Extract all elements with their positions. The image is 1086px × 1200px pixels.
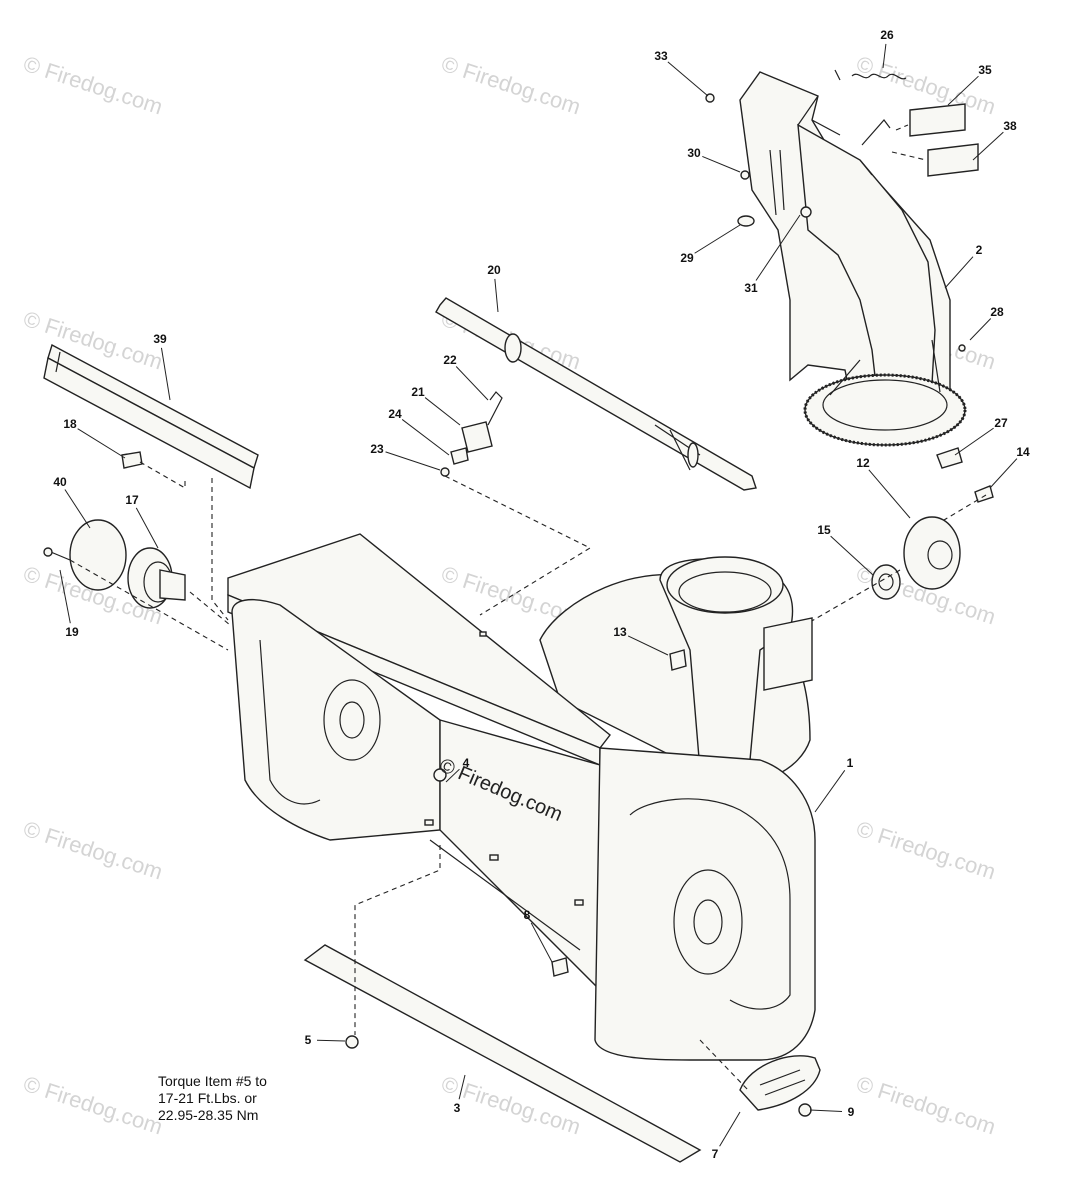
warning-labels <box>891 103 979 177</box>
watermark-text: © Firedog.com <box>438 51 583 119</box>
callout-leader-8 <box>530 922 553 963</box>
torque-note-line-3: 22.95-28.35 Nm <box>158 1107 259 1123</box>
callout-label-14: 14 <box>1016 445 1030 459</box>
auger-housing <box>227 533 816 1061</box>
callout-label-40: 40 <box>53 475 67 489</box>
watermark-text: © Firedog.com <box>20 306 165 374</box>
callout-label-27: 27 <box>994 416 1008 430</box>
impeller-shaft <box>435 297 757 491</box>
discharge-chute <box>739 71 967 447</box>
callout-leader-5 <box>316 1039 346 1042</box>
callout-label-19: 19 <box>65 625 79 639</box>
skid-bar <box>43 343 259 621</box>
callout-label-21: 21 <box>411 385 425 399</box>
callout-label-23: 23 <box>370 442 384 456</box>
callout-label-9: 9 <box>848 1105 855 1119</box>
callout-label-24: 24 <box>388 407 402 421</box>
callout-leader-22 <box>455 366 489 401</box>
callout-leader-15 <box>830 535 874 576</box>
callout-label-26: 26 <box>880 28 894 42</box>
torque-note: Torque Item #5 to 17-21 Ft.Lbs. or 22.95… <box>158 1073 267 1124</box>
watermark-text: © Firedog.com <box>853 816 998 884</box>
watermark-text: © Firedog.com <box>20 51 165 119</box>
callout-label-38: 38 <box>1003 119 1017 133</box>
callout-label-7: 7 <box>712 1147 719 1161</box>
shave-plate <box>303 845 702 1163</box>
callout-leader-35 <box>947 75 979 106</box>
callout-leader-7 <box>719 1111 741 1147</box>
callout-label-17: 17 <box>125 493 139 507</box>
callout-leader-27 <box>954 427 994 456</box>
callout-label-33: 33 <box>654 49 668 63</box>
chute-hardware <box>705 93 966 469</box>
callout-label-20: 20 <box>487 263 501 277</box>
watermark-text: © Firedog.com <box>20 816 165 884</box>
callout-label-5: 5 <box>305 1033 312 1047</box>
callout-leader-17 <box>135 507 159 549</box>
callout-label-1: 1 <box>847 756 854 770</box>
callout-leader-4 <box>445 768 460 783</box>
watermark-text: © Firedog.com <box>853 1071 998 1139</box>
torque-note-line-1: Torque Item #5 to <box>158 1073 267 1089</box>
callout-label-35: 35 <box>978 63 992 77</box>
callout-leader-26 <box>882 43 887 69</box>
torque-note-line-2: 17-21 Ft.Lbs. or <box>158 1090 257 1106</box>
callout-leader-14 <box>989 458 1018 489</box>
callout-leader-29 <box>694 224 741 254</box>
callout-label-15: 15 <box>817 523 831 537</box>
housing-hardware <box>551 617 813 977</box>
flange-bearing-parts <box>809 485 994 623</box>
callout-label-22: 22 <box>443 353 457 367</box>
callout-label-4: 4 <box>463 756 470 770</box>
left-bearing-parts <box>43 519 231 651</box>
callout-leader-23 <box>385 451 441 471</box>
callout-leader-21 <box>424 397 461 426</box>
callout-leader-13 <box>627 635 669 656</box>
shaft-hardware <box>440 391 592 616</box>
callout-label-31: 31 <box>744 281 758 295</box>
callout-leader-39 <box>160 347 171 401</box>
callout-label-18: 18 <box>63 417 77 431</box>
callout-label-13: 13 <box>613 625 627 639</box>
callout-leader-28 <box>969 318 992 341</box>
chute-spring <box>834 69 907 81</box>
callout-leader-20 <box>494 278 499 313</box>
callout-label-29: 29 <box>680 251 694 265</box>
callout-label-3: 3 <box>454 1101 461 1115</box>
callout-label-8: 8 <box>524 908 531 922</box>
callout-leader-33 <box>667 61 709 97</box>
callout-label-28: 28 <box>990 305 1004 319</box>
callout-leader-24 <box>401 419 450 456</box>
callout-leader-30 <box>702 155 741 173</box>
watermark-text: © Firedog.com <box>20 1071 165 1139</box>
callout-label-2: 2 <box>976 243 983 257</box>
callout-leader-2 <box>944 256 974 289</box>
callout-label-30: 30 <box>687 146 701 160</box>
callout-leader-38 <box>972 131 1004 161</box>
callout-leader-9 <box>809 1109 843 1113</box>
callout-label-12: 12 <box>856 456 870 470</box>
callout-label-39: 39 <box>153 332 167 346</box>
callout-leader-12 <box>868 469 911 519</box>
callout-leader-1 <box>814 770 846 813</box>
callout-leader-19 <box>59 569 71 624</box>
callout-leader-31 <box>755 214 801 281</box>
callout-leader-18 <box>77 428 126 459</box>
callout-layer: 3326353830293122827121415202221242339184… <box>53 28 1030 1161</box>
callout-leader-40 <box>64 489 91 529</box>
callout-leader-3 <box>458 1074 466 1100</box>
